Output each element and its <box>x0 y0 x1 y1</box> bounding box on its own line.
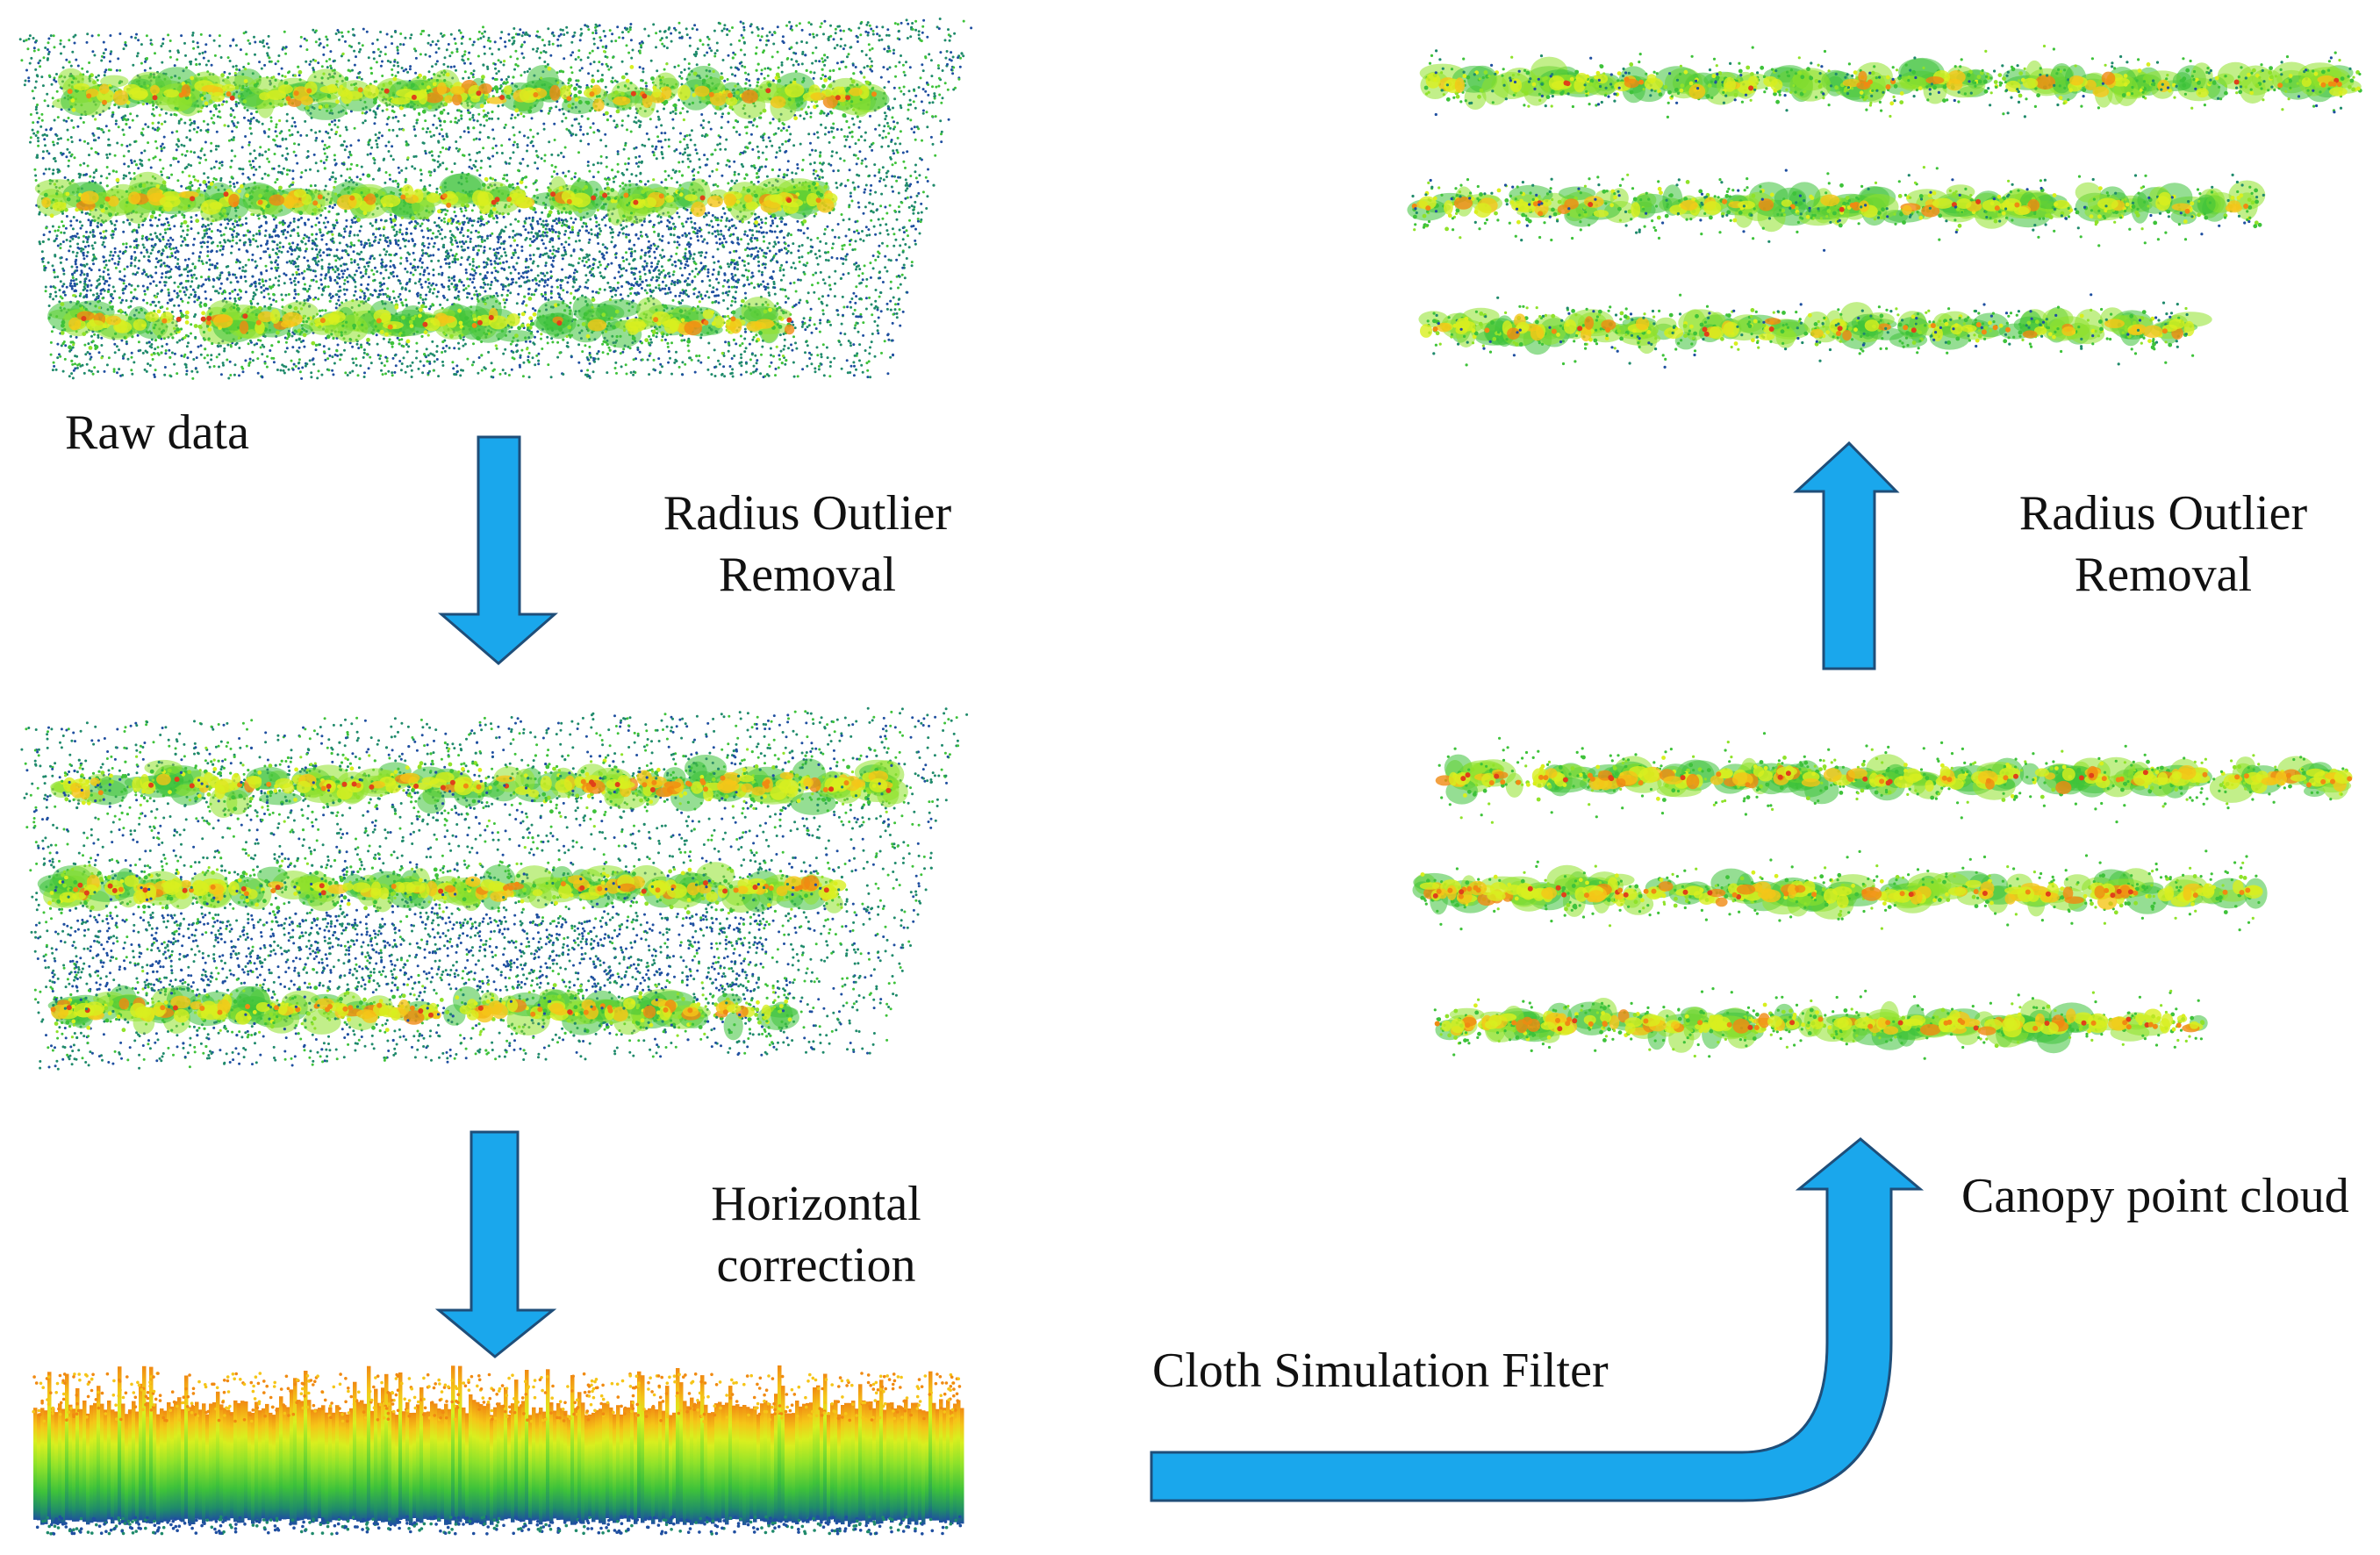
canopy-point-cloud <box>1412 732 2353 1060</box>
up-arrow <box>1793 441 1900 670</box>
radius-outlier-removal-label-left: Radius Outlier Removal <box>632 483 983 606</box>
label-line: Removal <box>632 544 983 606</box>
horizontal-correction-label: Horizontal correction <box>667 1173 965 1296</box>
outlier-removed-point-cloud <box>20 706 969 1071</box>
down-arrow-2 <box>434 1130 557 1358</box>
canopy-point-cloud-label: Canopy point cloud <box>1961 1165 2349 1227</box>
label-line: Radius Outlier <box>632 483 983 544</box>
label-line: Removal <box>1988 544 2339 606</box>
radius-outlier-removal-label-right: Radius Outlier Removal <box>1988 483 2339 606</box>
final-point-cloud <box>1407 44 2362 369</box>
horizontal-corrected-point-cloud <box>32 1365 964 1536</box>
down-arrow-1 <box>437 435 558 665</box>
label-line: Radius Outlier <box>1988 483 2339 544</box>
cloth-simulation-filter-label: Cloth Simulation Filter <box>1152 1340 1609 1401</box>
label-line: correction <box>667 1235 965 1296</box>
raw-data-label: Raw data <box>65 402 249 463</box>
curved-arrow <box>1150 1137 1925 1502</box>
label-line: Horizontal <box>667 1173 965 1235</box>
raw-data-point-cloud <box>18 18 973 380</box>
